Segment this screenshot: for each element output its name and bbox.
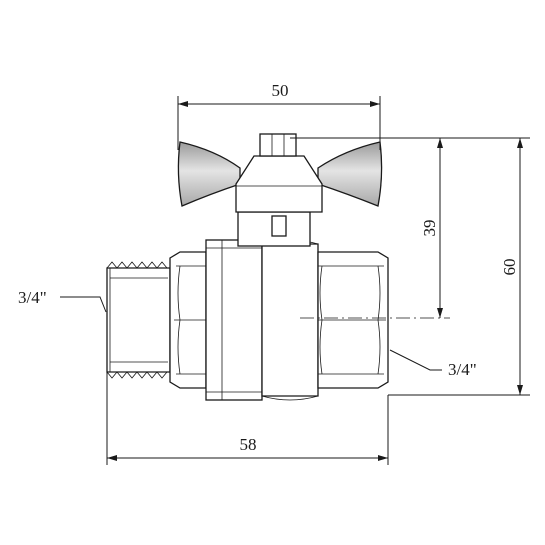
female-hex-end — [317, 251, 389, 389]
male-threaded-end — [106, 261, 171, 379]
total-length-label: 58 — [240, 435, 257, 454]
top-width-label: 50 — [272, 81, 289, 100]
valve-body — [205, 239, 319, 401]
male-thread-label: 3/4" — [18, 288, 47, 307]
valve-stem — [237, 211, 311, 247]
top-nut — [259, 133, 297, 157]
handle-height-label: 39 — [420, 220, 439, 237]
left-hex-nut — [169, 251, 207, 389]
female-thread-label: 3/4" — [448, 360, 477, 379]
butterfly-handle — [177, 141, 383, 213]
valve-outline — [106, 133, 450, 401]
dimension-lines — [60, 96, 530, 465]
dimension-labels: 50 39 60 58 3/4" 3/4" — [18, 81, 519, 454]
total-height-label: 60 — [500, 259, 519, 276]
